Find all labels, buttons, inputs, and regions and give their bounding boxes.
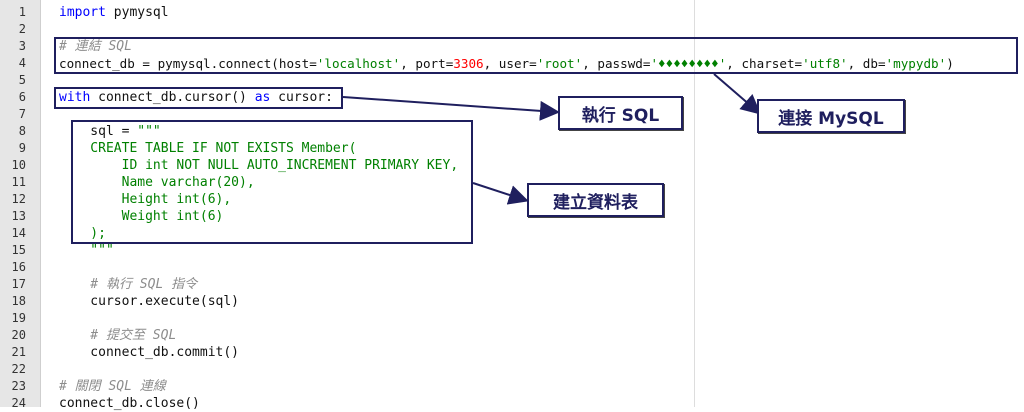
- keyword-as: as: [254, 90, 271, 105]
- code-text: connect_db.cursor(): [90, 90, 255, 105]
- line-number: 11: [11, 175, 26, 189]
- line-number: 10: [11, 158, 26, 172]
- line-number: 20: [11, 328, 26, 342]
- line-number: 12: [11, 192, 26, 206]
- line-number: 18: [11, 294, 26, 308]
- line-number: 19: [11, 311, 26, 325]
- arrow-connect-mysql: [713, 73, 762, 115]
- code-text: cursor:: [270, 90, 333, 105]
- line-number: 2: [18, 22, 26, 36]
- number-literal: 3306: [453, 56, 484, 71]
- code-line-17: # 執行 SQL 指令: [59, 277, 198, 292]
- code-text: pymysql: [105, 5, 169, 20]
- callout-execute-sql: 執行 SQL: [558, 96, 683, 130]
- line-number: 4: [18, 56, 26, 70]
- code-line-21: connect_db.commit(): [59, 345, 240, 360]
- code-text: , passwd=: [582, 56, 651, 71]
- line-number: 5: [18, 73, 26, 87]
- line-number: 17: [11, 277, 26, 291]
- line-number: 21: [11, 345, 26, 359]
- code-line-8: sql = """: [59, 123, 161, 140]
- code-line-3: # 連結 SQL: [59, 39, 132, 54]
- code-line-18: cursor.execute(sql): [59, 294, 240, 309]
- code-text: connect_db = pymysql.connect(host=: [59, 56, 317, 71]
- code-line-1: import pymysql: [59, 4, 169, 21]
- masked-password: '♦♦♦♦♦♦♦♦': [650, 56, 727, 71]
- code-line-14: );: [59, 226, 106, 241]
- line-number: 23: [11, 379, 26, 393]
- callout-connect-mysql: 連接 MySQL: [757, 99, 905, 133]
- line-number: 15: [11, 243, 26, 257]
- line-number: 22: [11, 362, 26, 376]
- keyword-import: import: [59, 5, 106, 20]
- arrow-create-table: [472, 182, 529, 205]
- line-number: 7: [18, 107, 26, 121]
- line-number: 13: [11, 209, 26, 223]
- string-literal: """: [137, 124, 161, 139]
- arrow-execute-sql: [342, 96, 560, 121]
- line-number: 1: [18, 5, 26, 19]
- line-number: 6: [18, 90, 26, 104]
- code-text: sql =: [59, 124, 138, 139]
- code-text: , db=: [847, 56, 886, 71]
- string-literal: 'mypydb': [885, 56, 947, 71]
- string-literal: 'utf8': [802, 56, 848, 71]
- code-line-6: with connect_db.cursor() as cursor:: [59, 89, 333, 106]
- callout-create-table: 建立資料表: [527, 183, 664, 217]
- line-number: 3: [18, 39, 26, 53]
- code-line-11: Name varchar(20),: [59, 175, 255, 190]
- line-number: 8: [18, 124, 26, 138]
- code-line-13: Weight int(6): [59, 209, 224, 224]
- connect-highlight-box: [54, 37, 1018, 74]
- code-line-23: # 關閉 SQL 連線: [59, 379, 166, 394]
- with-highlight-box: [54, 87, 343, 109]
- code-editor[interactable]: import pymysql # 連結 SQL connect_db = pym…: [59, 0, 1019, 411]
- code-line-12: Height int(6),: [59, 192, 232, 207]
- string-literal: 'root': [536, 56, 583, 71]
- keyword-with: with: [59, 90, 91, 105]
- code-line-20: # 提交至 SQL: [59, 328, 177, 343]
- line-number-gutter: 1 2 3 4 5 6 7 8 9 10 11 12 13 14 15 16 1…: [0, 0, 41, 410]
- line-number: 14: [11, 226, 26, 240]
- code-line-9: CREATE TABLE IF NOT EXISTS Member(: [59, 141, 357, 156]
- code-line-4: connect_db = pymysql.connect(host='local…: [59, 55, 954, 72]
- code-line-10: ID int NOT NULL AUTO_INCREMENT PRIMARY K…: [59, 158, 459, 173]
- right-margin-guide: [694, 0, 695, 407]
- code-text: , user=: [483, 56, 537, 71]
- line-number: 16: [11, 260, 26, 274]
- code-line-15: """: [59, 243, 114, 258]
- code-text: ): [946, 56, 954, 71]
- string-literal: 'localhost': [316, 56, 401, 71]
- code-text: , port=: [400, 56, 454, 71]
- code-text: , charset=: [726, 56, 803, 71]
- line-number: 9: [18, 141, 26, 155]
- create-table-highlight-box: [71, 120, 473, 244]
